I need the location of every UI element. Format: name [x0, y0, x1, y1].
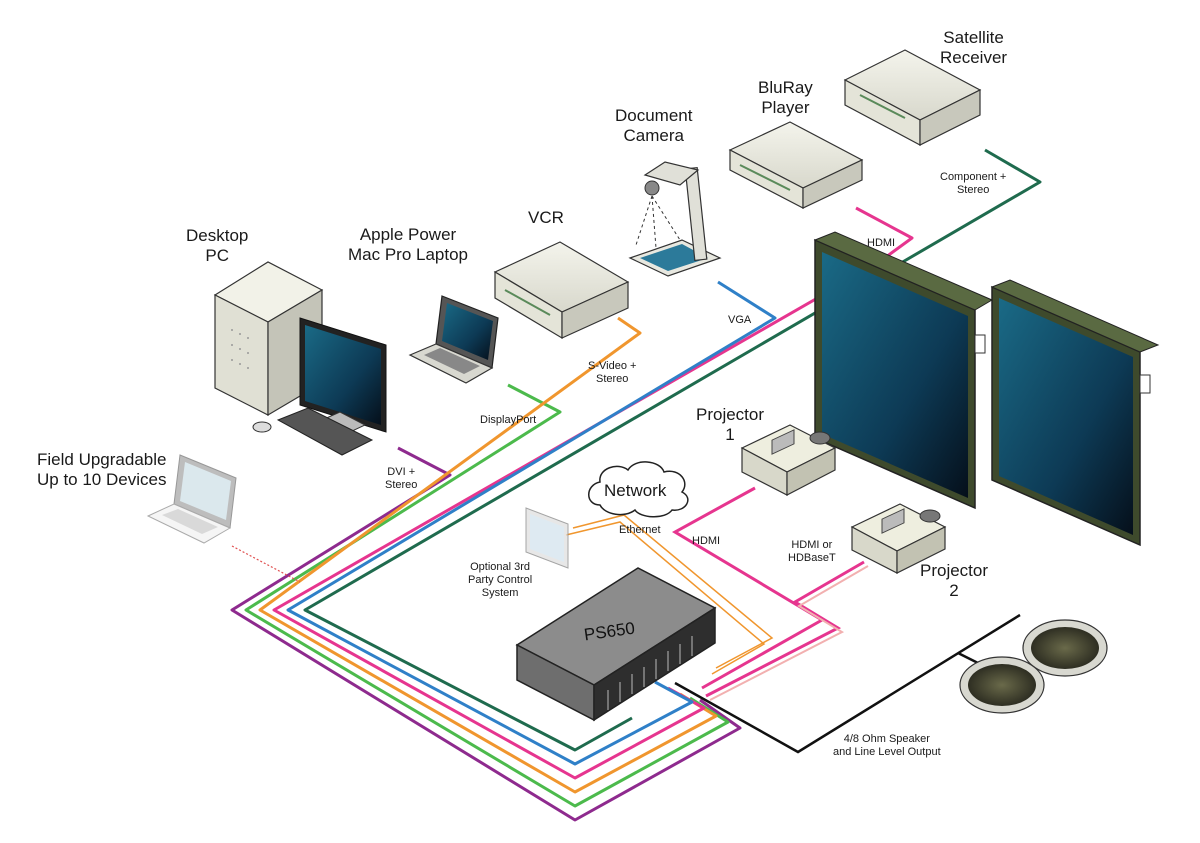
cable-hdmi-bluray	[272, 206, 914, 780]
label-cable-svideo: S-Video +Stereo	[588, 360, 637, 386]
satellite-receiver-icon	[843, 49, 982, 146]
cable-svideo	[258, 316, 718, 794]
label-cable-displayport: DisplayPort	[480, 414, 537, 426]
label-network: Network	[604, 481, 667, 500]
label-vcr: VCR	[528, 208, 564, 227]
label-cable-ethernet: Ethernet	[619, 524, 661, 536]
cable-field-upgradable	[231, 545, 301, 583]
cable-displayport	[244, 383, 730, 808]
label-cable-hdmi-projector1: HDMI	[692, 535, 721, 547]
cable-speaker	[674, 613, 1021, 754]
label-cable-dvi: DVI +Stereo	[385, 466, 418, 492]
cable-ethernet	[572, 514, 774, 669]
speaker-icon	[1022, 619, 1108, 677]
projector-icon	[740, 424, 837, 496]
speaker-icon	[959, 656, 1045, 714]
cable-dvi	[230, 446, 742, 822]
cable-component	[303, 148, 1042, 752]
cable-hdmi-projector1	[671, 486, 825, 690]
label-cable-hdmi-bluray: HDMI	[867, 237, 896, 249]
display-icon	[813, 231, 994, 510]
cable-hdmi-projector2	[705, 560, 865, 698]
switcher-icon	[515, 567, 717, 722]
cable-vga	[286, 280, 777, 766]
monitor-icon	[299, 317, 387, 434]
document-camera-icon	[628, 161, 722, 277]
vcr-icon	[493, 241, 630, 340]
projector-cables	[671, 486, 869, 701]
bluray-player-icon	[728, 121, 864, 209]
display-icon	[990, 279, 1160, 547]
projector-icon	[850, 503, 947, 574]
cable-bundle	[230, 148, 1042, 822]
field-upgradable-laptop-icon	[146, 454, 237, 544]
cloud-icon	[588, 461, 689, 518]
laptop-icon	[408, 295, 499, 384]
label-cable-component: Component +Stereo	[940, 171, 1007, 197]
keyboard-icon	[252, 407, 374, 456]
label-cable-vga: VGA	[728, 314, 752, 326]
touch-panel-icon	[525, 507, 569, 569]
